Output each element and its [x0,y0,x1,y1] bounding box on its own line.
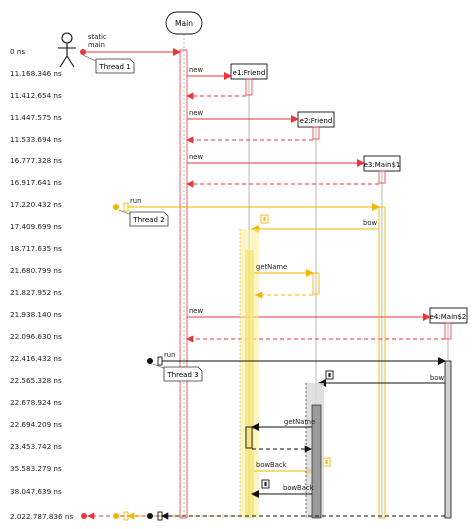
activation-e3 [378,170,386,184]
thread2-run-activation [123,202,129,212]
timestamp: 11.447.575 ns [10,113,62,122]
message-new-e3-label: new [189,153,203,161]
message-run-t3-label: run [164,351,175,359]
timestamp: 22.678.924 ns [10,398,62,407]
thread2-start-dot [113,204,119,210]
message-getName-t3-label: getName [284,418,315,426]
message-getName-t2-label: getName [256,263,287,271]
activation-e2-t3-inner [311,404,322,519]
lifeline-e4-head[interactable]: e4:Main$2 [429,307,468,324]
activation-e2 [312,126,320,140]
lifeline-main-head[interactable]: Main [165,11,203,35]
timestamp: 2.022.787.836 ns [10,512,73,521]
lifeline-e4-label: e4:Main$2 [430,313,467,321]
timestamp: 16.917.641 ns [10,178,62,187]
lifeline-e1-label: e1:Friend [233,69,266,77]
activation-e1-getName-t3 [245,426,253,449]
message-bowBack-t2-label: bowBack [256,461,287,469]
activation-main [179,49,188,519]
timestamp: 16.777.328 ns [10,156,62,165]
timestamp: 17.220.432 ns [10,200,62,209]
message-new-e1-label: new [189,66,203,74]
thread1-end-dot [81,513,87,519]
timestamp: 21.938.140 ns [10,310,62,319]
thread3-label: Thread 3 [166,371,198,379]
message-new-e4-label: new [189,307,203,315]
activation-e3-t2 [378,206,386,519]
timestamp: 22.565.328 ns [10,376,62,385]
activation-e4-t3 [444,360,452,519]
lifeline-e2-label: e2:Friend [300,117,333,125]
activation-e2-getName-t2 [312,272,320,295]
timestamp: 21.680.799 ns [10,266,62,275]
timestamp: 22.096.630 ns [10,332,62,341]
timestamp: 11.168.346 ns [10,69,62,78]
timestamp: 11.533.694 ns [10,135,62,144]
thread1-note-connector [82,54,99,63]
lifeline-e2-head[interactable]: e2:Friend [297,111,335,128]
thread3-end-activation [157,511,163,521]
activation-e1 [245,78,253,96]
thread1-label: Thread 1 [98,63,130,71]
thread3-end-dot [147,513,153,519]
timestamp: 18.717.635 ns [10,244,62,253]
lock-icon [260,214,269,224]
activation-e1-t2-inner [245,250,254,518]
lock-icon [322,457,331,467]
lock-icon [261,479,270,489]
message-bow-t3-label: bow [430,374,444,382]
lifeline-e3-head[interactable]: e3:Main$1 [363,155,401,172]
message-bow-t2-label: bow [363,219,377,227]
timestamp: 11.412.654 ns [10,91,62,100]
thread2-end-dot [113,513,119,519]
timestamp: 0 ns [10,47,25,56]
timestamp: 35.583.279 ns [10,464,62,473]
activation-e4 [444,322,452,340]
lock-icon [325,370,334,380]
thread3-note: Thread 3 [163,366,203,382]
timestamp: 17.409.699 ns [10,222,62,231]
timestamp: 21.827.952 ns [10,288,62,297]
thread2-end-activation [123,511,129,521]
thread1-start-dot [80,49,86,55]
actor-icon [58,32,76,68]
message-bowBack-t3-label: bowBack [283,484,314,492]
timestamp: 22.694.209 ns [10,420,62,429]
timestamp: 22.416.432 ns [10,354,62,363]
lifeline-main-label: Main [175,19,193,28]
lifeline-e3-label: e3:Main$1 [364,161,401,169]
timestamp-column: 0 ns 11.168.346 ns 11.412.654 ns 11.447.… [10,47,73,521]
message-new-e2-label: new [189,109,203,117]
lifeline-e1-head[interactable]: e1:Friend [230,63,268,80]
message-static-main-label-1: static [88,33,107,41]
message-run-t2-label: run [130,197,141,205]
timestamp: 23.453.742 ns [10,442,62,451]
timestamp: 38.047.639 ns [10,487,62,496]
thread2-label: Thread 2 [132,216,164,224]
message-static-main-label-2: main [88,41,105,49]
thread3-start-dot [147,358,153,364]
thread3-run-activation [157,356,163,366]
thread2-note: Thread 2 [129,211,169,227]
thread1-note: Thread 1 [95,58,135,74]
